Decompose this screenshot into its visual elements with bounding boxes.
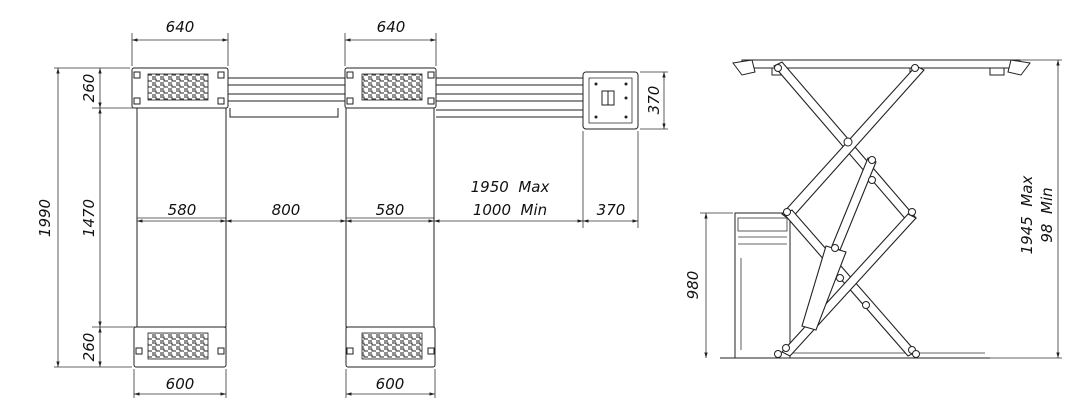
dim-control-width: 370	[597, 201, 626, 219]
dim-lift-height-min: 98 Min	[1038, 187, 1056, 242]
connecting-tubes	[228, 77, 583, 118]
left-runway	[131, 67, 229, 368]
plan-dimension-labels: 640 640 600 600 1990 1470 260 260 580 80…	[36, 18, 663, 393]
dim-top-width-left: 640	[166, 18, 195, 36]
dim-control-distance-min: 1000 Min	[473, 201, 547, 219]
dimension-lines	[56, 38, 666, 396]
control-unit	[582, 71, 639, 130]
dim-platform-width-right: 580	[376, 201, 405, 219]
dim-console-height: 980	[684, 271, 702, 300]
dim-lift-height-max: 1945 Max	[1018, 176, 1036, 255]
dim-overall-length: 1990	[36, 199, 54, 237]
dim-platform-length: 1470	[80, 199, 98, 237]
control-console	[734, 212, 791, 359]
pivots	[774, 64, 920, 358]
dim-rear-block: 260	[80, 333, 98, 362]
dim-control-depth: 370	[645, 86, 663, 115]
scissor-arms	[773, 61, 925, 357]
right-runway	[344, 67, 437, 368]
dim-bottom-width-right: 600	[376, 375, 405, 393]
dim-front-block: 260	[80, 74, 98, 103]
dim-bottom-width-left: 600	[166, 375, 195, 393]
side-view: 980 1945 Max 98 Min	[684, 59, 1062, 359]
side-dimension-labels: 980 1945 Max 98 Min	[684, 176, 1056, 300]
dim-gap-between: 800	[272, 201, 301, 219]
dim-top-width-right: 640	[377, 18, 406, 36]
plan-view: 640 640 600 600 1990 1470 260 260 580 80…	[36, 18, 668, 398]
dim-control-distance-max: 1950 Max	[471, 178, 550, 196]
dim-platform-width-left: 580	[168, 201, 197, 219]
